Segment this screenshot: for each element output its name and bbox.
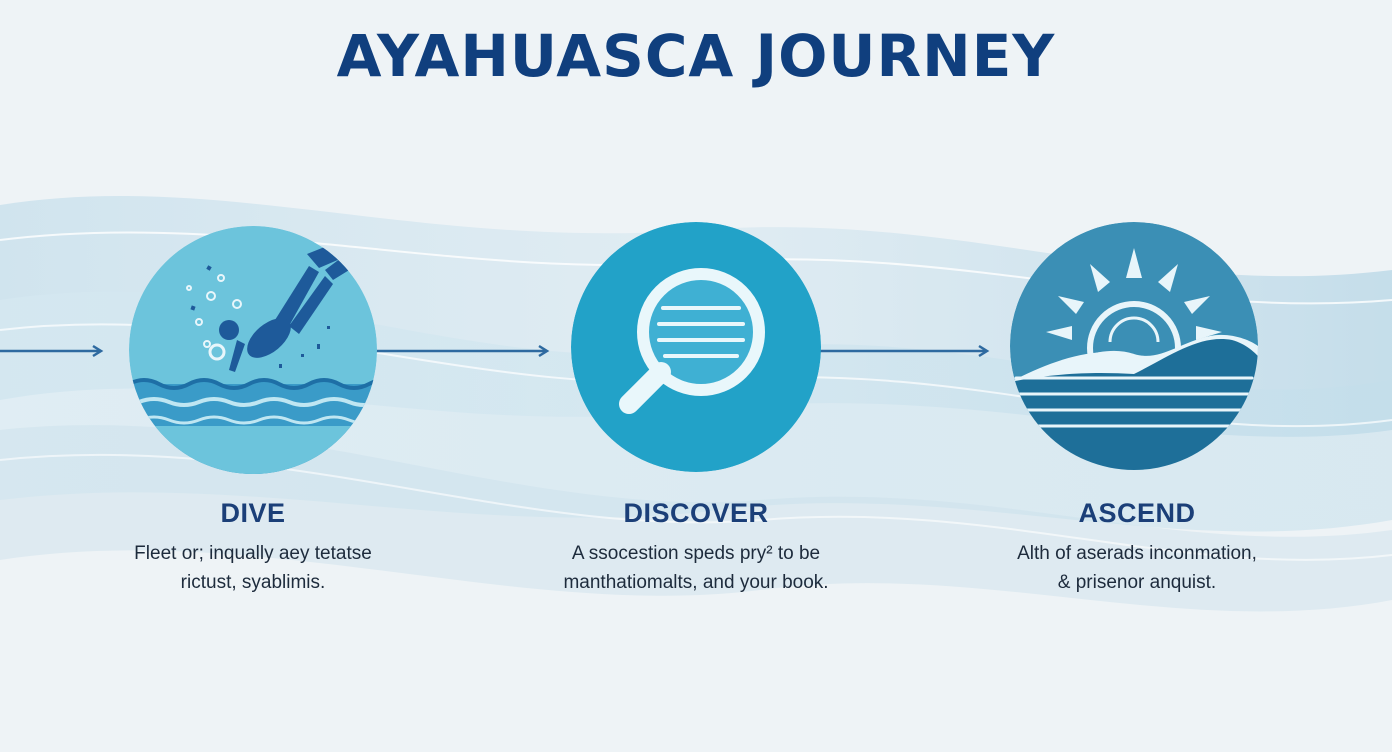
step-ascend: ASCEND Alth of aserads inconmation, & pr… [957,498,1317,597]
step-description: Fleet or; inqually aey tetatse rictust, … [73,539,433,597]
step-description: Alth of aserads inconmation, & prisenor … [957,539,1317,597]
ascend-circle [1010,222,1258,470]
step-title: DISCOVER [623,498,769,528]
connector-arrow [820,344,990,358]
discover-circle [571,222,821,472]
description-line: Fleet or; inqually aey tetatse [134,543,372,564]
dive-circle [129,226,377,474]
description-line: A ssocestion speds pry² to be [571,543,821,564]
step-discover: DISCOVER A ssocestion speds pry² to be m… [516,498,876,597]
description-line: manthatiomalts, and your book. [563,572,829,593]
magnifier-icon [571,222,821,472]
connector-arrow [0,344,104,358]
page-title: AYAHUASCA JOURNEY [336,22,1056,90]
step-title: DIVE [220,498,286,528]
description-line: & prisenor anquist. [1057,572,1217,593]
step-dive: DIVE Fleet or; inqually aey tetatse rict… [73,498,433,597]
connector-arrow [376,344,550,358]
sunrise-icon [1010,222,1258,470]
step-title: ASCEND [1078,498,1196,528]
description-line: Alth of aserads inconmation, [1017,543,1257,564]
diver-icon [129,226,377,474]
description-line: rictust, syablimis. [180,572,326,593]
step-description: A ssocestion speds pry² to be manthatiom… [516,539,876,597]
